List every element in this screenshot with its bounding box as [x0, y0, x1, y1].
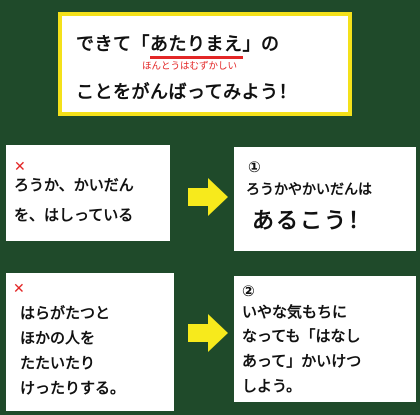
title-prefix: できて「 [76, 34, 150, 55]
right-card-2-line-1: いやな気もちに [242, 303, 348, 321]
right-card-2-line-4: しよう。 [242, 377, 302, 395]
right-card-1: ① ろうかやかいだんは あるこう！ [234, 147, 416, 251]
wrong-card-2-line-2: ほかの人を [20, 329, 96, 347]
wrong-card-2-line-4: けったりする。 [20, 379, 126, 397]
right-arrow-icon [188, 314, 228, 352]
right-card-1-line-1: ろうかやかいだんは [246, 182, 372, 198]
wrong-card-1-line-2: を、はしっている [14, 206, 134, 224]
title-suffix: 」の [242, 34, 280, 55]
cross-mark-icon: ✕ [13, 281, 25, 297]
right-card-2: ② いやな気もちに なっても「はなし あって」かいけつ しよう。 [234, 276, 416, 402]
step-number-1: ① [248, 158, 261, 176]
right-arrow-icon [188, 178, 228, 216]
title-line-1: できて「あたりまえ」の [76, 34, 336, 59]
title-line-2: ことをがんばってみよう！ [76, 82, 298, 103]
title-ruby-note: ほんとうはむずかしい [142, 61, 238, 72]
right-card-1-line-2: あるこう！ [252, 209, 373, 234]
wrong-card-1: ✕ ろうか、かいだん を、はしっている [6, 145, 170, 241]
cross-mark-icon: ✕ [14, 159, 26, 175]
wrong-card-2-line-3: たたいたり [20, 354, 96, 372]
title-card: できて「あたりまえ」の ほんとうはむずかしい ことをがんばってみよう！ [58, 12, 352, 116]
wrong-card-2-line-1: はらがたつと [20, 304, 111, 322]
wrong-card-1-line-1: ろうか、かいだん [14, 176, 134, 194]
right-card-2-line-2: なっても「はなし [242, 327, 361, 345]
step-number-2: ② [242, 282, 255, 300]
wrong-card-2: ✕ はらがたつと ほかの人を たたいたり けったりする。 [6, 273, 174, 411]
right-card-2-line-3: あって」かいけつ [242, 352, 362, 370]
title-keyword: あたりまえ [150, 34, 243, 59]
